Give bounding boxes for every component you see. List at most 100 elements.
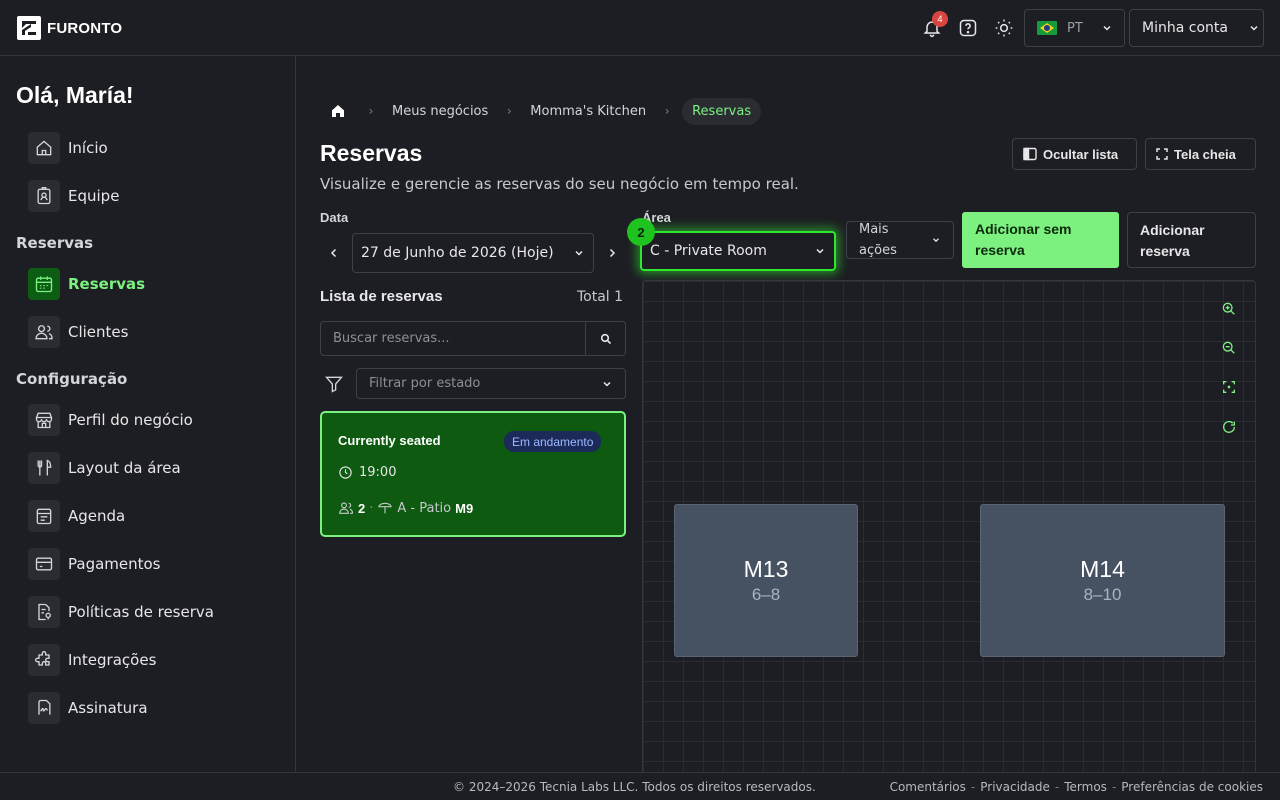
breadcrumb-mommas-kitchen[interactable]: Momma's Kitchen (530, 103, 647, 119)
sidebar-item-integracoes[interactable]: Integrações (28, 644, 156, 676)
footer-link-comentarios[interactable]: Comentários (889, 780, 966, 794)
language-select[interactable]: PT (1024, 9, 1125, 47)
agenda-icon (28, 500, 60, 532)
sidebar-item-assinatura[interactable]: Assinatura (28, 692, 148, 724)
fit-view-icon (1223, 381, 1235, 393)
reset-view-button[interactable] (1217, 415, 1241, 439)
fit-view-button[interactable] (1217, 375, 1241, 399)
calendar-icon (28, 268, 60, 300)
help-button[interactable] (956, 16, 980, 40)
section-title-reservas: Reservas (16, 234, 94, 252)
sidebar-item-label: Equipe (68, 187, 120, 205)
footer-separator: - (1054, 780, 1060, 794)
footer-link-privacidade[interactable]: Privacidade (980, 780, 1050, 794)
badge-icon (28, 180, 60, 212)
sidebar-item-layout-da-area[interactable]: Layout da área (28, 452, 181, 484)
account-label: Minha conta (1142, 20, 1228, 36)
date-select[interactable]: 27 de Junho de 2026 (Hoje) (352, 233, 594, 273)
table-name: M14 (1080, 556, 1125, 582)
status-filter-select[interactable]: Filtrar por estado (356, 368, 626, 399)
utensils-icon (28, 452, 60, 484)
search-button[interactable] (585, 321, 626, 356)
search-input[interactable] (320, 321, 586, 356)
previous-day-button[interactable] (322, 233, 346, 273)
footer-copyright: © 2024–2026 Tecnia Labs LLC. Todos os di… (453, 780, 816, 794)
home-icon (332, 105, 344, 117)
footer-link-cookies[interactable]: Preferências de cookies (1121, 780, 1263, 794)
sidebar-item-clientes[interactable]: Clientes (28, 316, 128, 348)
notification-count-badge: 4 (932, 11, 948, 27)
breadcrumb-meus-negocios[interactable]: Meus negócios (392, 103, 489, 119)
sidebar-item-label: Perfil do negócio (68, 411, 193, 429)
filter-icon (324, 374, 344, 394)
sidebar-item-equipe[interactable]: Equipe (28, 180, 119, 212)
sidebar-item-pagamentos[interactable]: Pagamentos (28, 548, 161, 580)
brand-logo[interactable]: FURONTO (17, 16, 122, 40)
chevron-left-icon (330, 248, 337, 258)
sidebar-item-politicas-de-reserva[interactable]: Políticas de reserva (28, 596, 214, 628)
breadcrumb-home[interactable] (320, 96, 356, 126)
sidebar-item-label: Integrações (68, 651, 157, 669)
sidebar-item-agenda[interactable]: Agenda (28, 500, 125, 532)
zoom-out-button[interactable] (1217, 336, 1241, 360)
breadcrumb-separator-icon: › (368, 104, 374, 118)
reservation-info: 2 · A - Patio M9 (338, 500, 473, 516)
footer-links: Comentários - Privacidade - Termos - Pre… (890, 780, 1263, 794)
footer-link-termos[interactable]: Termos (1064, 780, 1107, 794)
fullscreen-button[interactable]: Tela cheia (1145, 138, 1256, 170)
reservation-name: Currently seated (338, 433, 441, 448)
account-menu-button[interactable]: Minha conta (1129, 9, 1264, 47)
floor-table-m14[interactable]: M14 8–10 (980, 504, 1225, 657)
chevron-right-icon (609, 248, 616, 258)
sidebar-item-label: Layout da área (68, 459, 181, 477)
sidebar-panel-icon (1023, 147, 1037, 161)
sidebar-item-perfil-do-negocio[interactable]: Perfil do negócio (28, 404, 193, 436)
chevron-down-icon (1250, 25, 1258, 31)
breadcrumb: › Meus negócios › Momma's Kitchen › Rese… (320, 96, 762, 126)
policy-icon (28, 596, 60, 628)
zoom-out-icon (1222, 341, 1235, 354)
chevron-down-icon (575, 250, 583, 256)
sidebar-item-inicio[interactable]: Início (28, 132, 108, 164)
zoom-in-button[interactable] (1217, 297, 1241, 321)
users-icon (28, 316, 60, 348)
step-badge: 2 (627, 218, 655, 246)
status-badge: Em andamento (504, 431, 602, 452)
clock-icon (339, 466, 352, 479)
greeting: Olá, María! (16, 82, 134, 108)
area-select[interactable]: C - Private Room (640, 231, 836, 271)
fullscreen-label: Tela cheia (1174, 146, 1236, 162)
sidebar-item-label: Clientes (68, 323, 129, 341)
brazil-flag-icon (1037, 21, 1057, 35)
hide-list-label: Ocultar lista (1043, 146, 1119, 162)
language-code: PT (1067, 20, 1083, 36)
sidebar-item-label: Agenda (68, 507, 126, 525)
theme-toggle-button[interactable] (992, 16, 1016, 40)
date-label: Data (320, 210, 349, 225)
logo-mark-icon (17, 16, 41, 40)
fullscreen-icon (1156, 148, 1168, 160)
area-value: C - Private Room (650, 243, 767, 259)
breadcrumb-current: Reservas (682, 97, 762, 125)
floor-table-m13[interactable]: M13 6–8 (674, 504, 858, 657)
page-subtitle: Visualize e gerencie as reservas do seu … (320, 175, 799, 193)
footer-separator: - (970, 780, 976, 794)
section-title-configuracao: Configuração (16, 370, 128, 388)
sidebar: Olá, María! Início Equipe Reservas Reser… (0, 56, 296, 772)
floor-plan-canvas[interactable]: M13 6–8 M14 8–10 (642, 280, 1256, 772)
next-day-button[interactable] (600, 233, 624, 273)
users-icon (339, 502, 353, 514)
chevron-down-icon (1103, 25, 1111, 31)
reservation-total: Total 1 (577, 289, 624, 305)
sidebar-item-label: Início (68, 139, 108, 157)
footer: © 2024–2026 Tecnia Labs LLC. Todos os di… (0, 772, 1280, 800)
sidebar-item-reservas[interactable]: Reservas (28, 268, 145, 300)
reservation-card[interactable]: Currently seated Em andamento 19:00 2 · … (320, 411, 626, 537)
hide-list-button[interactable]: Ocultar lista (1012, 138, 1137, 170)
breadcrumb-separator-icon: › (506, 104, 512, 118)
date-value: 27 de Junho de 2026 (Hoje) (361, 245, 554, 261)
